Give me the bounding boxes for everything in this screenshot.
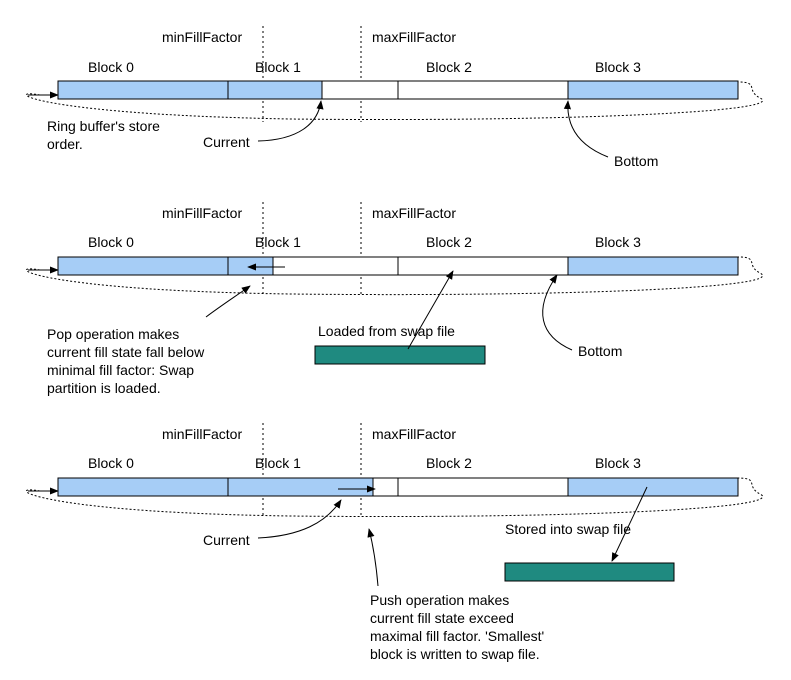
block-1-filled — [227, 256, 274, 276]
push-note-text-4: block is written to swap file. — [370, 646, 540, 662]
block-3 — [567, 80, 739, 100]
block-2 — [397, 80, 569, 100]
current-label: Current — [203, 532, 250, 548]
pop-note-text-3: minimal fill factor: Swap — [47, 362, 194, 378]
block-0-label: Block 0 — [88, 59, 134, 75]
block-1-label: Block 1 — [255, 234, 301, 250]
swap-partition-stored — [504, 562, 675, 582]
current-label: Current — [203, 134, 250, 150]
block-0 — [57, 256, 229, 276]
min-fill-factor-label: minFillFactor — [162, 205, 242, 221]
max-fill-factor-label: maxFillFactor — [372, 426, 456, 442]
min-fill-factor-label: minFillFactor — [162, 29, 242, 45]
bottom-label: Bottom — [578, 343, 622, 359]
push-note-pointer-arrow — [367, 528, 379, 587]
store-order-text-2: order. — [47, 136, 83, 152]
block-3 — [567, 477, 739, 497]
block-1-label: Block 1 — [255, 455, 301, 471]
max-fill-factor-label: maxFillFactor — [372, 29, 456, 45]
min-fill-factor-label: minFillFactor — [162, 426, 242, 442]
ring-outline — [25, 81, 763, 121]
pop-note-text-1: Pop operation makes — [47, 326, 179, 342]
bottom-pointer-arrow — [563, 100, 609, 158]
block-2-label: Block 2 — [426, 455, 472, 471]
block-1-empty — [321, 80, 399, 100]
block-2 — [397, 256, 569, 276]
pop-note-text-2: current fill state fall below — [47, 344, 205, 360]
pop-note-pointer-arrow — [205, 285, 251, 318]
block-0 — [57, 80, 229, 100]
current-pointer-arrow — [257, 499, 342, 539]
block-2 — [397, 477, 569, 497]
block-0 — [57, 477, 229, 497]
block-0-label: Block 0 — [88, 234, 134, 250]
current-pointer-arrow — [257, 100, 324, 142]
block-3-label: Block 3 — [595, 234, 641, 250]
block-1-empty — [272, 256, 399, 276]
push-note-text-2: current fill state exceed — [370, 610, 514, 626]
block-1-empty — [372, 477, 399, 497]
block-3-label: Block 3 — [595, 455, 641, 471]
max-fill-factor-label: maxFillFactor — [372, 205, 456, 221]
load-from-swap-arrow — [407, 270, 454, 350]
swap-partition-loaded — [314, 345, 486, 365]
store-to-swap-arrow — [611, 486, 648, 562]
panel-1: minFillFactor maxFillFactor Block 0 Bloc… — [25, 26, 763, 169]
block-3-label: Block 3 — [595, 59, 641, 75]
block-3 — [567, 256, 739, 276]
bottom-label: Bottom — [614, 153, 658, 169]
panel-3: minFillFactor maxFillFactor Block 0 Bloc… — [25, 423, 763, 662]
block-1-filled — [227, 80, 323, 100]
store-order-text-1: Ring buffer's store — [47, 118, 160, 134]
block-2-label: Block 2 — [426, 234, 472, 250]
panel-2: minFillFactor maxFillFactor Block 0 Bloc… — [25, 202, 763, 396]
push-note-text-3: maximal fill factor. 'Smallest' — [370, 628, 544, 644]
bottom-pointer-arrow — [542, 274, 573, 351]
loaded-from-swap-label: Loaded from swap file — [318, 323, 455, 339]
stored-into-swap-label: Stored into swap file — [505, 521, 631, 537]
push-note-text-1: Push operation makes — [370, 592, 509, 608]
block-2-label: Block 2 — [426, 59, 472, 75]
block-1-label: Block 1 — [255, 59, 301, 75]
pop-note-text-4: partition is loaded. — [47, 380, 161, 396]
block-0-label: Block 0 — [88, 455, 134, 471]
block-1-filled — [227, 477, 374, 497]
ring-outline — [25, 256, 763, 296]
